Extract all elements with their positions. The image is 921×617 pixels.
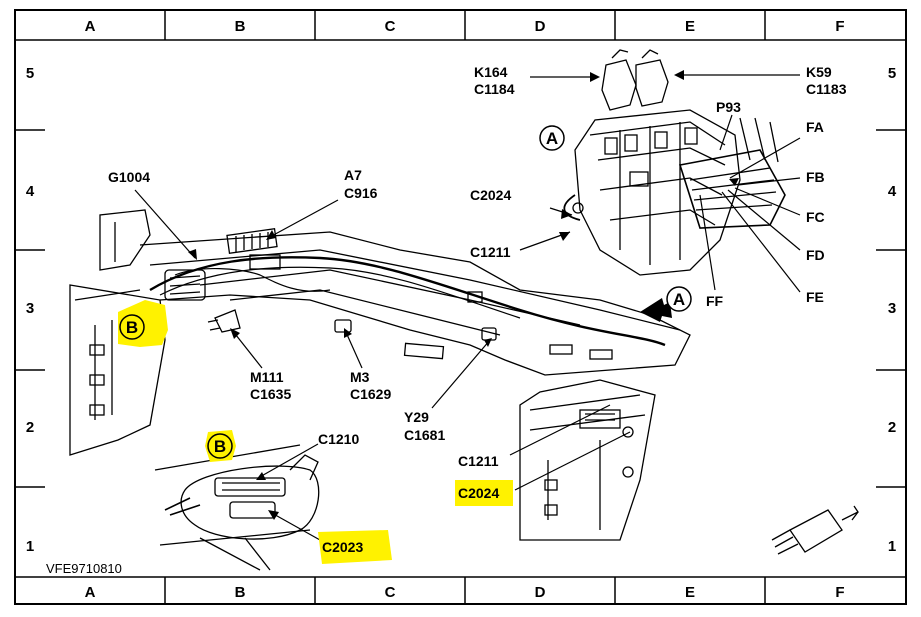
- detail-b-connectors: [154, 444, 320, 571]
- label-fa: FA: [806, 119, 824, 135]
- detail-a-fuse-box: [563, 49, 786, 276]
- badge-b-detail-label: B: [214, 437, 226, 456]
- connector-plug-icon: [771, 505, 859, 555]
- row-label-3-right: 3: [888, 300, 896, 317]
- badge-a-arrow-label: A: [673, 290, 685, 309]
- col-label-e-bottom: E: [685, 584, 695, 601]
- label-c1184: C1184: [474, 81, 515, 97]
- leader-lines: [134, 74, 801, 541]
- badge-a-arrow: A: [666, 286, 692, 312]
- row-label-1-right: 1: [888, 538, 896, 555]
- label-k59: K59: [806, 64, 832, 80]
- col-label-b-top: B: [235, 18, 246, 35]
- row-label-5-left: 5: [26, 65, 34, 82]
- col-label-f-top: F: [835, 18, 844, 35]
- badge-b-left: B: [119, 314, 145, 340]
- badge-b-left-label: B: [126, 318, 138, 337]
- col-label-f-bottom: F: [835, 584, 844, 601]
- col-label-c-top: C: [385, 18, 396, 35]
- label-c1211-bottom: C1211: [458, 453, 499, 469]
- row-label-4-left: 4: [26, 183, 35, 200]
- col-label-e-top: E: [685, 18, 695, 35]
- label-c1211-top: C1211: [470, 244, 511, 260]
- badge-b-detail: B: [207, 433, 233, 459]
- badge-a-top-label: A: [546, 129, 558, 148]
- label-fc: FC: [806, 209, 825, 225]
- label-c1183: C1183: [806, 81, 847, 97]
- row-label-1-left: 1: [26, 538, 34, 555]
- label-c1681: C1681: [404, 427, 445, 443]
- label-c2023: C2023: [322, 539, 363, 555]
- label-m111: M111: [250, 369, 284, 385]
- highlight-c2023: [318, 530, 392, 564]
- label-fb: FB: [806, 169, 825, 185]
- label-m3: M3: [350, 369, 370, 385]
- vehicle-structure-drawing: [69, 209, 691, 541]
- label-k164: K164: [474, 64, 508, 80]
- col-label-a-bottom: A: [85, 584, 96, 601]
- label-c1635: C1635: [250, 386, 291, 402]
- label-g1004: G1004: [108, 169, 150, 185]
- leader-arrowheads: [188, 70, 739, 520]
- row-label-4-right: 4: [888, 183, 897, 200]
- label-c1210: C1210: [318, 431, 359, 447]
- row-label-5-right: 5: [888, 65, 896, 82]
- label-fe: FE: [806, 289, 824, 305]
- label-ff: FF: [706, 293, 724, 309]
- badge-a-top: A: [539, 125, 565, 151]
- col-label-b-bottom: B: [235, 584, 246, 601]
- label-fd: FD: [806, 247, 825, 263]
- side-ticks: [15, 129, 906, 488]
- label-a7: A7: [344, 167, 362, 183]
- label-c916: C916: [344, 185, 378, 201]
- label-c1629: C1629: [350, 386, 391, 402]
- row-label-2-left: 2: [26, 419, 34, 436]
- bottom-ticks: [164, 577, 766, 604]
- label-c2024-bottom: C2024: [458, 485, 499, 501]
- col-label-d-top: D: [535, 18, 546, 35]
- col-label-d-bottom: D: [535, 584, 546, 601]
- figure-code: VFE9710810: [46, 561, 122, 576]
- row-label-2-right: 2: [888, 419, 896, 436]
- view-a-arrow: [640, 298, 672, 322]
- label-c2024-top: C2024: [470, 187, 511, 203]
- frame-border: [14, 9, 907, 605]
- label-p93: P93: [716, 99, 741, 115]
- col-label-c-bottom: C: [385, 584, 396, 601]
- col-label-a-top: A: [85, 18, 96, 35]
- highlight-c2024-bottom: [455, 480, 513, 506]
- highlight-marks: [118, 300, 513, 564]
- top-ticks: [164, 10, 766, 40]
- row-label-3-left: 3: [26, 300, 34, 317]
- label-y29: Y29: [404, 409, 429, 425]
